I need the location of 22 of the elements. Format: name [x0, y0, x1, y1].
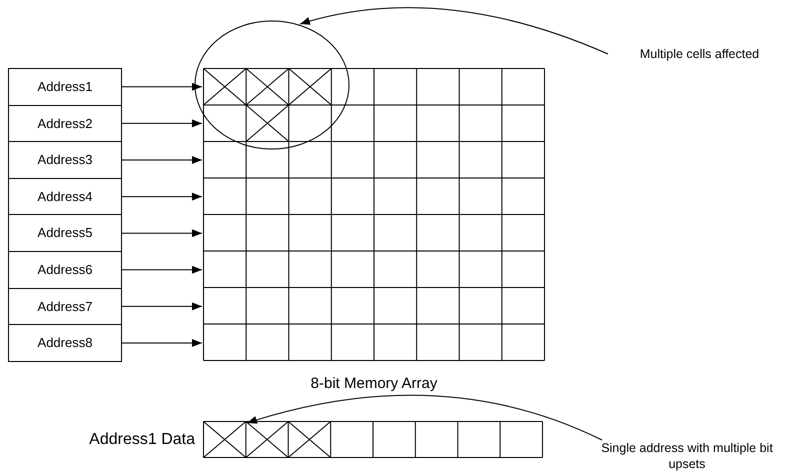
annotation-text: Single address with multiple bit upsets — [592, 438, 782, 474]
arrow — [122, 82, 202, 91]
arrow — [122, 119, 202, 128]
arrow — [300, 7, 608, 54]
arrow — [122, 302, 202, 310]
arrow — [246, 394, 602, 440]
caption-text: 8-bit Memory Array — [310, 374, 438, 394]
address-box: Address3 — [8, 141, 122, 179]
arrow — [122, 339, 202, 347]
caption-text: Address1 Data — [88, 430, 195, 450]
arrow — [122, 156, 202, 164]
address-box: Address2 — [8, 104, 122, 142]
address-box: Address7 — [8, 288, 122, 326]
annotation-text: Multiple cells affected — [612, 44, 787, 64]
address-box: Address5 — [8, 214, 122, 252]
address-box: Address6 — [8, 251, 122, 289]
address-box: Address1 — [8, 68, 122, 106]
arrow — [122, 229, 202, 238]
address-box: Address4 — [8, 178, 122, 216]
arrow — [122, 266, 202, 274]
address-box: Address8 — [8, 324, 122, 362]
arrow — [122, 192, 202, 201]
